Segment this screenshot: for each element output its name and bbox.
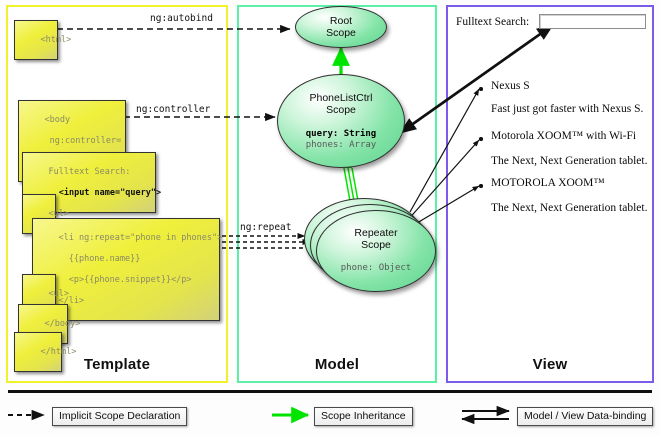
edge-label-ng-controller: ng:controller — [136, 104, 211, 115]
edge-label-ng-repeat: ng:repeat — [240, 222, 292, 233]
phonelist-scope-prop-query: query: String — [305, 129, 377, 139]
view-item-bullet — [479, 184, 483, 188]
column-view: View — [446, 5, 654, 383]
view-search-label: Fulltext Search: — [456, 16, 530, 28]
legend-label-scope-inheritance: Scope Inheritance — [321, 410, 406, 422]
edge-label-ng-autobind: ng:autobind — [150, 13, 213, 24]
view-item-bullet — [479, 137, 483, 141]
code-box-html-open-tag: <html> — [14, 20, 71, 60]
view-item-snippet: Fast just got faster with Nexus S. — [491, 103, 644, 115]
view-item-snippet: The Next, Next Generation tablet. — [491, 155, 648, 167]
legend-divider — [8, 390, 652, 393]
scope-repeater: Repeater Scope phone: Object — [316, 210, 436, 292]
body-open-line2: ng:controller= — [44, 135, 122, 146]
column-label-view: View — [532, 356, 568, 373]
fulltext-search-label-text: Fulltext Search: — [48, 166, 131, 177]
view-item-name: MOTOROLA XOOM™ — [491, 177, 605, 189]
ul-close-tag-text: <ul> — [48, 288, 69, 299]
repeater-scope-title-line1: Repeater — [354, 227, 398, 239]
view-item-name: Nexus S — [491, 80, 530, 92]
li-repeat-line3: <p>{{phone.snippet}}</p> — [58, 274, 192, 285]
phonelist-scope-title-line1: PhoneListCtrl — [309, 92, 373, 104]
html-open-tag-text: <html> — [40, 34, 72, 45]
legend-label-implicit-scope-declaration: Implicit Scope Declaration — [59, 410, 181, 422]
repeater-scope-title-line2: Scope — [361, 239, 391, 251]
repeater-scope-prop-phone: phone: Object — [340, 263, 412, 273]
legend-label-model-view-data-binding: Model / View Data-binding — [524, 410, 647, 422]
code-box-html-close-tag: </html> — [14, 332, 76, 372]
view-item-bullet — [479, 87, 483, 91]
html-close-tag-text: </html> — [40, 346, 77, 357]
legend-item-model-view-data-binding: Model / View Data-binding — [517, 407, 654, 426]
root-scope-title-line1: Root — [329, 15, 353, 27]
legend-arrow-model-view-data-binding — [461, 405, 510, 425]
legend-item-scope-inheritance: Scope Inheritance — [314, 407, 413, 426]
li-repeat-line1: <li ng:repeat="phone in phones"> — [58, 232, 223, 243]
li-repeat-line2: {{phone.name}} — [58, 253, 141, 264]
legend-item-implicit-scope-declaration: Implicit Scope Declaration — [52, 407, 188, 426]
phonelist-scope-prop-phones: phones: Array — [305, 140, 377, 150]
view-item-snippet: The Next, Next Generation tablet. — [491, 202, 648, 214]
column-model: Model — [237, 5, 437, 383]
body-close-tag-text: </body> — [44, 318, 81, 329]
scope-root: Root Scope — [295, 6, 387, 48]
ul-open-tag-text: <ul> — [48, 208, 69, 219]
fulltext-search-input-markup: <input name="query"> — [48, 187, 162, 198]
root-scope-title-line2: Scope — [326, 27, 356, 39]
phonelist-scope-title-line2: Scope — [326, 104, 356, 116]
code-box-li-repeat-markup: <li ng:repeat="phone in phones"> {{phone… — [32, 218, 223, 321]
scope-phonelistctrl: PhoneListCtrl Scope query: String phones… — [277, 74, 405, 168]
body-open-line1: <body — [44, 114, 71, 125]
li-repeat-line4: </li> — [58, 295, 85, 306]
column-label-template: Template — [83, 356, 151, 373]
column-label-model: Model — [314, 356, 360, 373]
view-item-name: Motorola XOOM™ with Wi-Fi — [491, 130, 637, 142]
fulltext-search-input[interactable] — [539, 14, 646, 29]
